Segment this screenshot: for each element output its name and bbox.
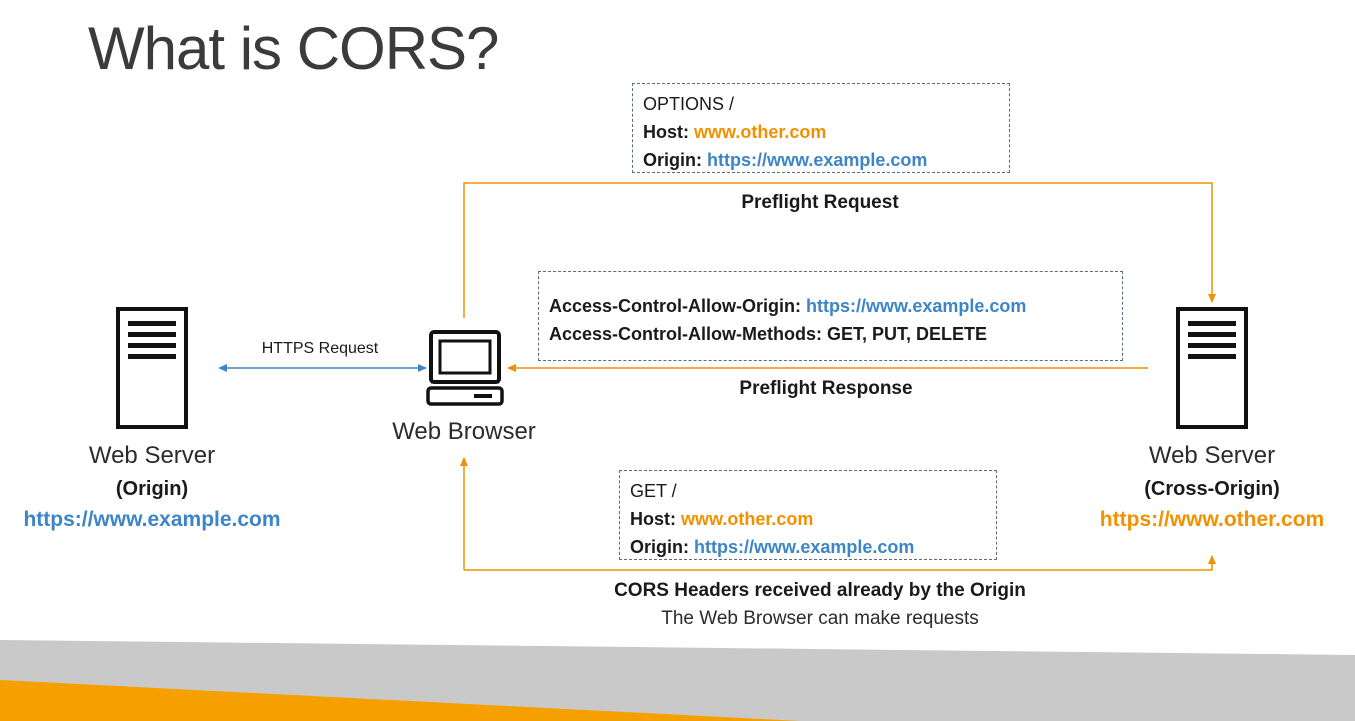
server-icon — [116, 307, 188, 429]
origin-server-url: https://www.example.com — [23, 508, 281, 531]
origin-value: https://www.example.com — [694, 537, 915, 557]
actual-request-caption-bold: CORS Headers received already by the Ori… — [614, 580, 1026, 601]
cross-origin-server-name: Web Server — [1148, 442, 1276, 469]
page-title: What is CORS? — [88, 15, 499, 82]
request-line: OPTIONS / — [643, 94, 735, 114]
host-value: www.other.com — [694, 122, 827, 142]
origin-key: Origin: — [643, 150, 702, 170]
footer-band — [0, 641, 1355, 721]
preflight-request-label: Preflight Request — [741, 192, 899, 213]
cross-origin-server-url: https://www.other.com — [1099, 508, 1325, 531]
preflight-request-arrow — [463, 182, 1216, 318]
origin-key: Origin: — [630, 537, 689, 557]
https-request-label: HTTPS Request — [261, 340, 379, 357]
allow-methods: Access-Control-Allow-Methods: GET, PUT, … — [549, 324, 988, 344]
origin-value: https://www.example.com — [707, 150, 928, 170]
browser-name: Web Browser — [392, 418, 536, 445]
allow-origin-value: https://www.example.com — [806, 296, 1027, 316]
preflight-request-headers: OPTIONS / Host: www.other.com Origin: ht… — [632, 83, 1010, 173]
actual-request-headers: GET / Host: www.other.com Origin: https:… — [619, 470, 997, 560]
host-value: www.other.com — [681, 509, 814, 529]
preflight-response-headers: Access-Control-Allow-Origin: https://www… — [538, 271, 1123, 361]
request-line: GET / — [630, 481, 677, 501]
preflight-response-label: Preflight Response — [739, 378, 913, 399]
host-key: Host: — [630, 509, 676, 529]
actual-request-caption: The Web Browser can make requests — [661, 608, 979, 629]
actual-request-arrow-to-server — [464, 555, 1216, 571]
server-icon — [1176, 307, 1248, 429]
origin-server-role: (Origin) — [115, 478, 189, 500]
host-key: Host: — [643, 122, 689, 142]
cross-origin-server-role: (Cross-Origin) — [1144, 478, 1280, 500]
computer-icon — [426, 330, 504, 406]
allow-origin-key: Access-Control-Allow-Origin: — [549, 296, 802, 316]
origin-server-name: Web Server — [88, 442, 216, 469]
